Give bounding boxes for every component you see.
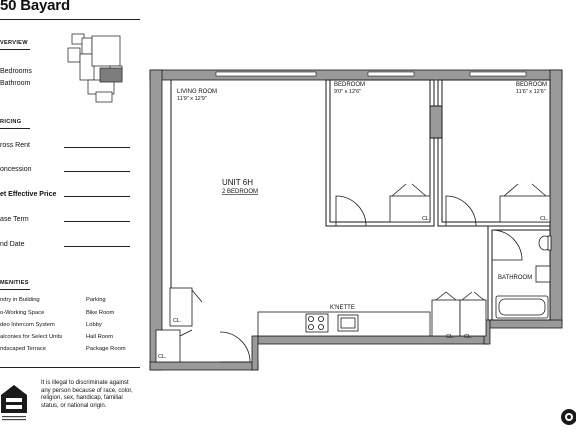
door-bed1 [335, 195, 367, 227]
end-date-line [64, 246, 130, 247]
door-closet-entry [179, 329, 193, 337]
amenity-left-5: ndscaped Terrace [0, 346, 46, 352]
closet-hall1 [431, 299, 461, 337]
overview-divider [0, 49, 30, 50]
amenity-right-5: Package Room [86, 346, 126, 352]
brand-logo-icon [561, 409, 576, 425]
door-entry [219, 331, 251, 363]
bedroom1-dims: 9'0" x 12'6" [334, 89, 361, 95]
overview-bedrooms: Bedrooms [0, 68, 32, 75]
amenity-right-2: Bike Room [86, 310, 115, 316]
amenity-left-1: ndry in Building [0, 297, 40, 303]
amenities-heading: MENITIES [0, 280, 29, 286]
fair-housing-notice: It is illegal to discriminate against an… [41, 380, 133, 409]
closet-label-hall1: CL. [446, 334, 455, 340]
lease-term-field: ase Term [0, 216, 130, 223]
closet-entry [155, 329, 181, 363]
footer-divider [0, 367, 140, 368]
concession-field: oncession [0, 166, 130, 173]
wall-bottom-right [487, 319, 563, 329]
wall-step [251, 335, 259, 371]
bedroom2-label: BEDROOM [516, 82, 547, 88]
amenity-right-1: Parking [86, 297, 106, 303]
closet-label-entry: CL. [158, 354, 167, 360]
equal-housing-opportunity-icon [1, 385, 27, 421]
living-room-dims: 11'9" x 12'9" [177, 96, 207, 102]
door-bed2 [445, 195, 477, 227]
bath-sink [535, 265, 551, 283]
amenity-left-4: alconies for Select Units [0, 334, 63, 340]
pricing-heading: RICING [0, 119, 22, 125]
wall-bottom-left [149, 361, 259, 371]
amenity-left-3: deo Intercom System [0, 322, 55, 328]
closet-label-living: CL. [173, 318, 182, 324]
kitchenette-label: K'NETTE [330, 305, 355, 311]
gross-rent-line [64, 147, 130, 148]
door-bed2-closet [503, 183, 547, 197]
gross-rent-field: ross Rent [0, 142, 130, 149]
unit-type: 2 BEDROOM [222, 189, 258, 195]
title-divider [0, 19, 140, 20]
net-effective-line [64, 196, 130, 197]
gross-rent-label: ross Rent [0, 142, 30, 149]
amenity-right-3: Lobby [86, 322, 102, 328]
net-effective-label: et Effective Price [0, 191, 57, 198]
wall-right [549, 69, 563, 325]
door-bed1-closet [391, 183, 427, 197]
window-bed2 [469, 71, 527, 77]
concession-line [64, 171, 130, 172]
end-date-field: nd Date [0, 241, 130, 248]
closet-bed2 [499, 195, 551, 223]
bedroom1-label: BEDROOM [334, 82, 365, 88]
closet-label-hall2: CL. [464, 334, 473, 340]
amenity-right-4: Hall Room [86, 334, 114, 340]
lease-term-label: ase Term [0, 216, 29, 223]
closet-bed1 [389, 195, 431, 223]
amenities-divider [0, 289, 30, 290]
closet-hall2 [459, 299, 487, 337]
key-plan-icon [67, 33, 123, 103]
living-room-label: LIVING ROOM [177, 89, 217, 95]
door-closet-living [191, 289, 203, 303]
overview-bathroom: Bathroom [0, 80, 31, 87]
net-effective-field: et Effective Price [0, 191, 130, 198]
bedroom2-dims: 11'6" x 12'6" [516, 89, 546, 95]
closet-label-bed1: CL. [422, 216, 431, 222]
end-date-label: nd Date [0, 241, 25, 248]
concession-label: oncession [0, 166, 32, 173]
closet-living [169, 287, 193, 327]
building-title: 50 Bayard [0, 0, 70, 14]
door-hall-closets [435, 291, 485, 301]
pricing-divider [0, 128, 30, 129]
amenity-left-2: o-Working Space [0, 310, 45, 316]
bathroom-label: BATHROOM [498, 275, 532, 281]
overview-heading: VERVIEW [0, 40, 28, 46]
window-bed1 [367, 71, 415, 77]
door-bath [491, 229, 523, 261]
lease-term-line [64, 221, 130, 222]
wall-left [149, 69, 163, 371]
info-panel: 50 Bayard VERVIEW Bedrooms Bathroom RICI… [0, 0, 140, 432]
window-living [215, 71, 317, 77]
unit-label: UNIT 6H [222, 178, 253, 187]
column [429, 105, 443, 139]
closet-label-bed2: CL. [540, 216, 549, 222]
